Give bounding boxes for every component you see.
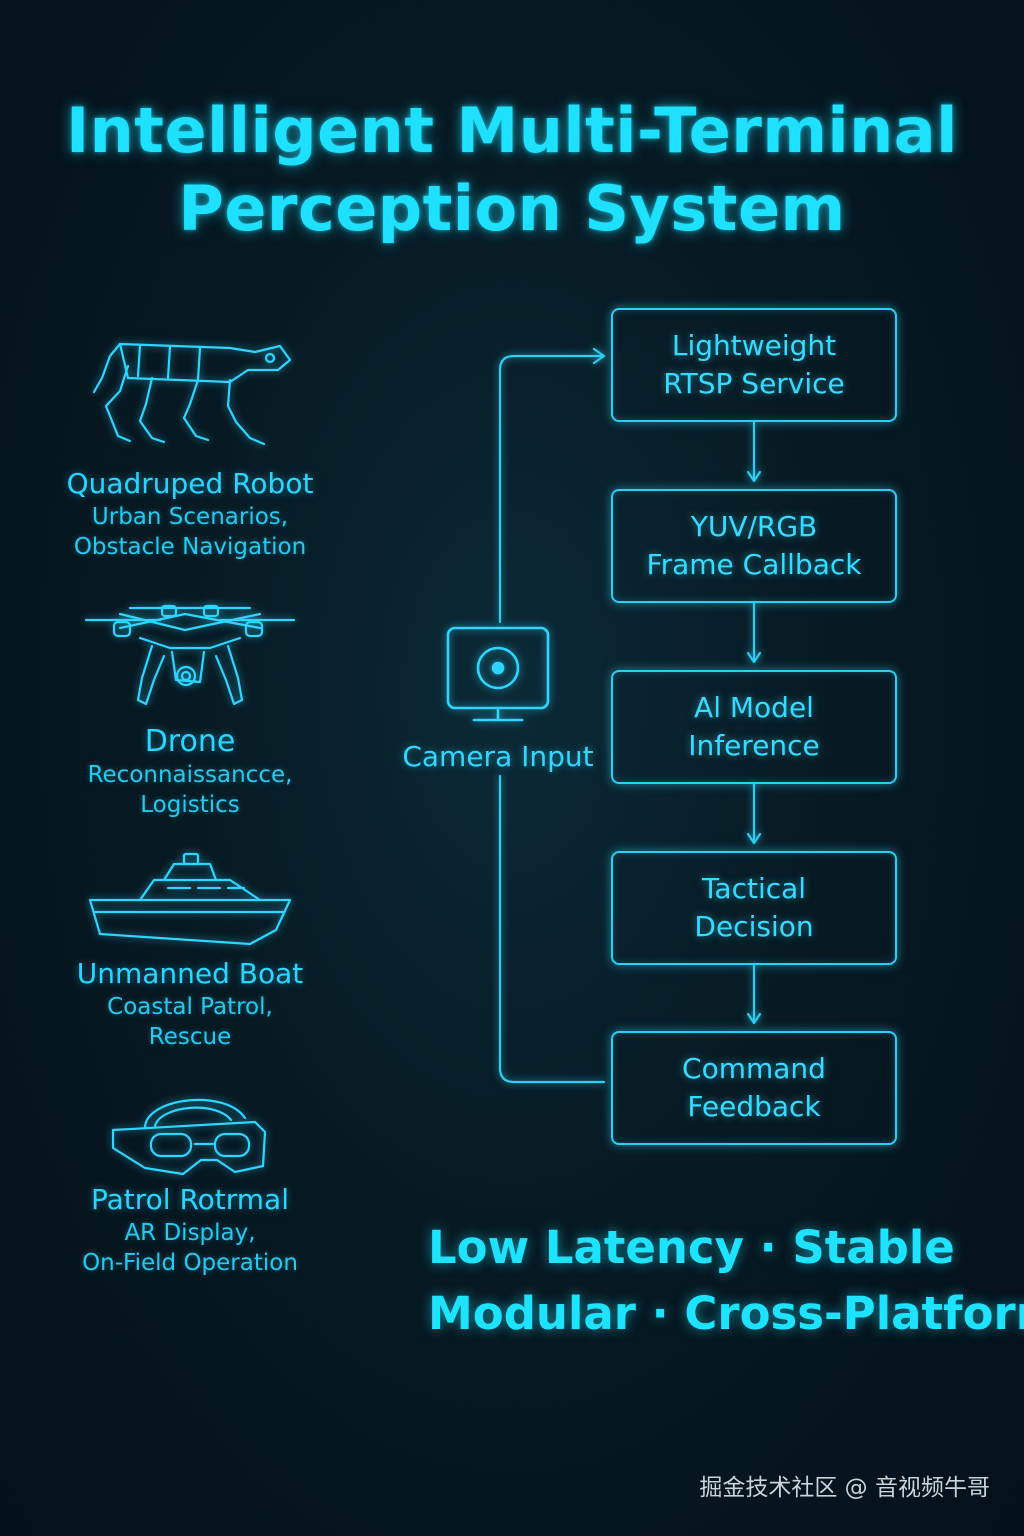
arrow-head [746, 1012, 762, 1025]
arrow-head [746, 470, 762, 483]
device-desc-line-2: Obstacle Navigation [73, 534, 307, 560]
flow-box-line-1: Lightweight [671, 329, 837, 362]
flow-box-line-2: RTSP Service [663, 367, 845, 400]
arrow-head [592, 347, 606, 365]
flow-box-line-1: Al Model [694, 691, 814, 724]
camera-monitor-icon [446, 626, 550, 722]
camera-input-label: Camera Input [402, 740, 594, 773]
drone-icon [84, 604, 296, 706]
device-name: Drone [144, 724, 236, 759]
device-desc-line-2: Rescue [148, 1024, 232, 1050]
watermark: 掘金技术社区 @ 音视频牛哥 [699, 1475, 990, 1501]
flow-box-line-2: Decision [694, 910, 814, 943]
arrow-head [746, 832, 762, 845]
boat-icon [88, 852, 292, 946]
arrow-head [746, 651, 762, 664]
device-unmanned-boat: Unmanned Boat Coastal Patrol, Rescue [40, 850, 340, 1052]
tagline-line-1: Low Latency · Stable [428, 1221, 955, 1274]
device-patrol-terminal: Patrol Rotrmal AR Display, On-Field Oper… [40, 1088, 340, 1278]
tagline-line-2: Modular · Cross-Platform [428, 1287, 1024, 1340]
connector-camera-to-rtsp [498, 354, 604, 624]
title-line-2: Perception System [178, 172, 846, 245]
flow-box-model-inference: Al Model Inference [611, 670, 897, 784]
quadruped-robot-icon [92, 342, 292, 446]
flow-box-tactical-decision: Tactical Decision [611, 851, 897, 965]
flow-box-line-1: Tactical [701, 872, 807, 905]
flow-box-line-2: Feedback [687, 1090, 821, 1123]
device-drone: Drone Reconnaissancce, Logistics [40, 600, 340, 820]
flow-box-command-feedback: Command Feedback [611, 1031, 897, 1145]
device-desc-line-1: Coastal Patrol, [107, 994, 273, 1020]
page-title: Intelligent Multi-Terminal Perception Sy… [0, 92, 1024, 248]
device-name: Quadruped Robot [66, 467, 314, 500]
flow-box-line-2: Frame Callback [646, 548, 862, 581]
flow-box-rtsp-service: Lightweight RTSP Service [611, 308, 897, 422]
ar-headset-icon [111, 1098, 267, 1176]
device-desc-line-1: AR Display, [124, 1220, 256, 1246]
flow-box-line-1: Command [682, 1052, 826, 1085]
device-name: Patrol Rotrmal [90, 1183, 289, 1216]
device-desc-line-1: Reconnaissancce, [87, 762, 293, 788]
title-line-1: Intelligent Multi-Terminal [66, 94, 958, 167]
device-quadruped-robot: Quadruped Robot Urban Scenarios, Obstacl… [40, 326, 340, 562]
device-desc-line-1: Urban Scenarios, [91, 504, 289, 530]
connector-camera-to-feedback [498, 774, 606, 1084]
flow-box-frame-callback: YUV/RGB Frame Callback [611, 489, 897, 603]
device-desc-line-2: On-Field Operation [82, 1250, 298, 1276]
device-name: Unmanned Boat [76, 957, 304, 990]
device-desc-line-2: Logistics [140, 792, 240, 818]
flow-box-line-1: YUV/RGB [690, 510, 818, 543]
flow-box-line-2: Inference [688, 729, 820, 762]
